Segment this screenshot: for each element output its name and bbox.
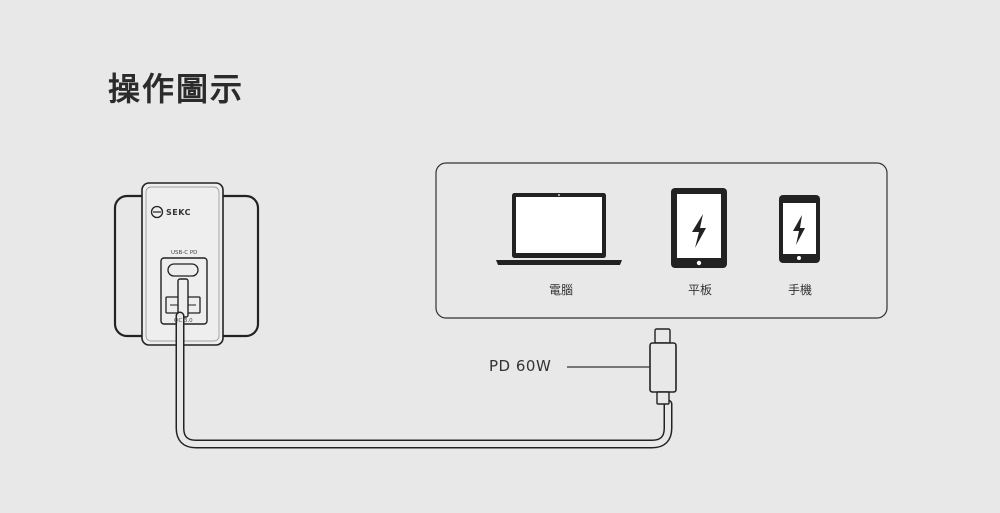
page-title: 操作圖示 [108,70,245,108]
device-label-phone: 手機 [787,283,813,297]
cable [175,311,673,449]
lightning-bolt-icon [793,215,805,245]
phone-icon [779,195,820,263]
brand-logo-icon [150,205,164,219]
usb-c-plug [649,328,677,405]
qc-label: QC 3.0 [174,318,193,324]
usb-c-pd-label: USB-C PD [171,250,198,256]
laptop-icon [496,193,622,265]
brand-name: SEKC [166,208,191,217]
usb-c-port [167,263,199,277]
device-label-tablet: 平板 [687,283,713,297]
lightning-bolt-icon [692,214,706,248]
device-panel [435,162,888,319]
cable-power-label: PD 60W [489,357,552,375]
tablet-icon [671,188,727,268]
device-label-computer: 電腦 [548,283,574,297]
